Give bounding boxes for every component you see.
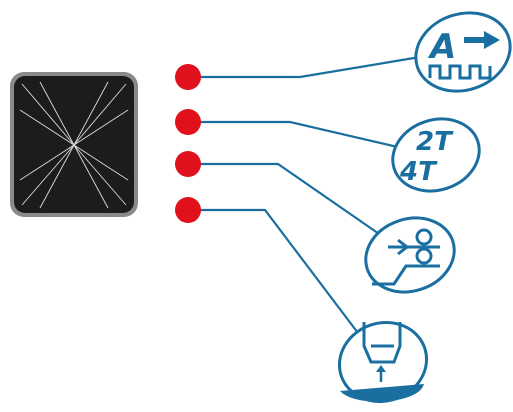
trigger-2t-4t-icon: 2T 4T: [391, 117, 481, 193]
arc-force-label: A: [427, 27, 456, 67]
panel-display-icon: [10, 72, 138, 217]
wire-feed-icon: [364, 216, 456, 294]
arc-force-icon: A: [414, 11, 512, 93]
leader-line-gas-test: [190, 208, 359, 334]
trigger-4t-label: 4T: [399, 157, 438, 187]
leader-line-trigger-mode: [190, 120, 403, 150]
trigger-2t-label: 2T: [416, 127, 454, 157]
leader-line-arc-force: [190, 55, 421, 79]
indicator-led-arc-force: [175, 64, 201, 90]
indicator-led-trigger-mode: [175, 109, 201, 135]
gas-nozzle-icon: [337, 320, 429, 404]
leader-line-wire-inch: [190, 162, 386, 239]
indicator-led-gas-test: [175, 197, 201, 223]
indicator-led-wire-inch: [175, 151, 201, 177]
